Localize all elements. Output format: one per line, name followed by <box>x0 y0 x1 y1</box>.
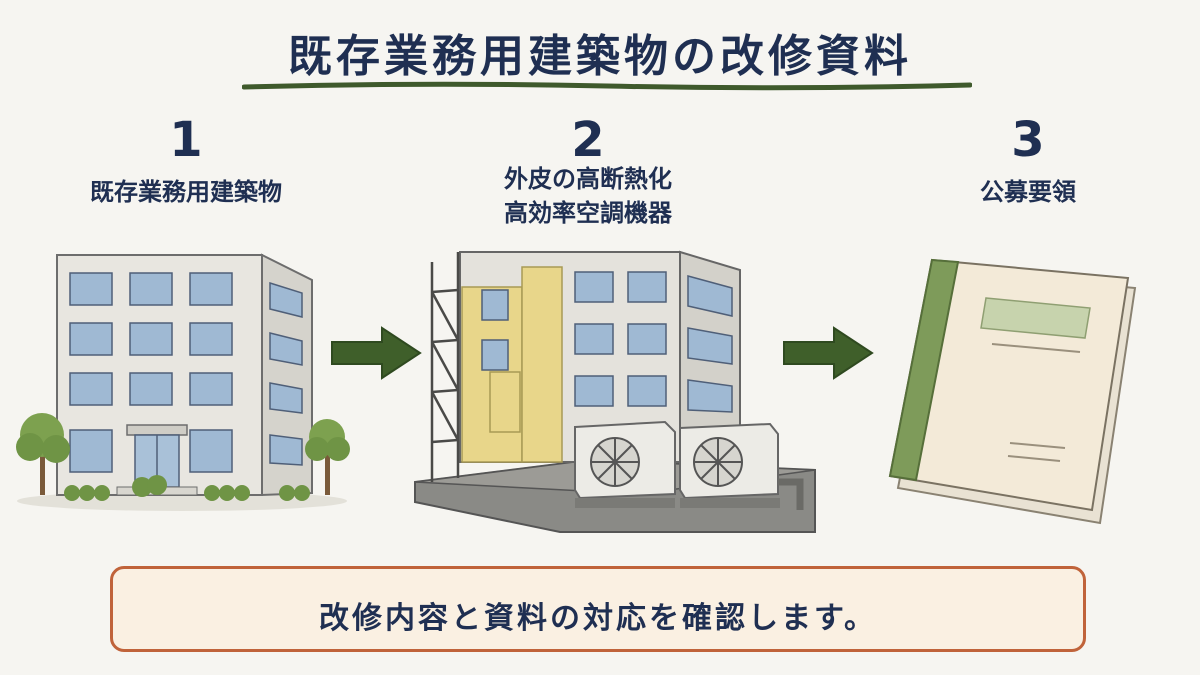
step-1-number: 1 <box>169 112 203 168</box>
step-2-number: 2 <box>571 112 605 168</box>
step-1-label-line-1: 既存業務用建築物 <box>90 178 282 206</box>
arrow-icon <box>783 326 874 380</box>
arrow-icon <box>331 326 422 380</box>
step-2-label-line-1: 外皮の高断熱化 <box>504 165 672 193</box>
office-building-illustration <box>16 253 350 511</box>
ac-unit-1 <box>574 420 676 508</box>
retrofit-building-illustration <box>414 250 816 533</box>
summary-text: 改修内容と資料の対応を確認します。 <box>319 601 877 636</box>
page-title: 既存業務用建築物の改修資料 <box>288 31 912 82</box>
step-1-label: 既存業務用建築物 <box>36 175 336 209</box>
ac-unit-2 <box>679 422 804 510</box>
step-3-label: 公募要領 <box>878 175 1178 209</box>
step-3-number: 3 <box>1011 112 1045 168</box>
step-3-label-line-1: 公募要領 <box>980 178 1076 206</box>
title-underline <box>242 81 972 91</box>
summary-box: 改修内容と資料の対応を確認します。 <box>110 566 1086 652</box>
step-2-label: 外皮の高断熱化 高効率空調機器 <box>438 162 738 230</box>
guidelines-book-icon <box>888 258 1137 525</box>
step-2-label-line-2: 高効率空調機器 <box>504 199 672 227</box>
